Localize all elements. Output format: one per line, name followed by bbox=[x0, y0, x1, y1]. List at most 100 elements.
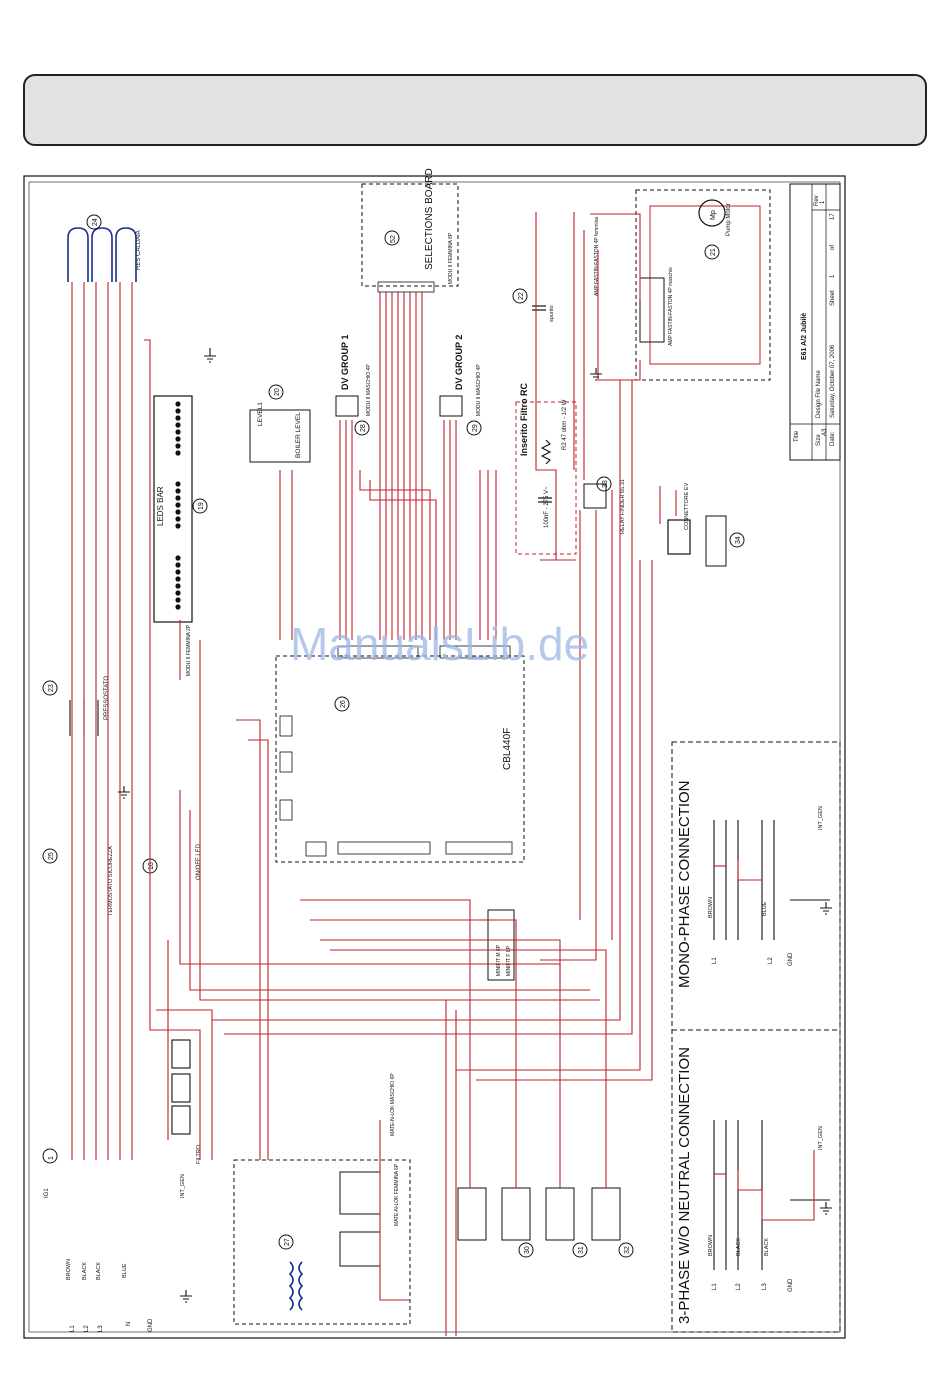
sheet-value: 1 bbox=[830, 274, 836, 278]
svg-text:MODU II MASCHIO 4P: MODU II MASCHIO 4P bbox=[476, 364, 482, 416]
dv-group-2-connector bbox=[439, 395, 463, 417]
svg-text:INT_GEN: INT_GEN bbox=[818, 806, 824, 830]
svg-text:28: 28 bbox=[360, 424, 367, 432]
svg-text:spunto: spunto bbox=[549, 305, 555, 322]
svg-text:BLACK: BLACK bbox=[764, 1238, 770, 1256]
svg-text:1: 1 bbox=[48, 1156, 55, 1160]
svg-text:GND: GND bbox=[788, 1278, 794, 1292]
leds-connector-label: MODU II FEMMINA 2P bbox=[186, 624, 192, 676]
rev-value: 1 bbox=[820, 200, 826, 204]
sheet-label: Sheet bbox=[830, 290, 836, 306]
title-label: Title bbox=[794, 430, 800, 442]
size-label: Size bbox=[816, 434, 822, 446]
left-legend: L1 L2 L3 N GND BROWN BLACK BLACK BLUE IN… bbox=[66, 1174, 186, 1332]
svg-text:INT_GEN: INT_GEN bbox=[818, 1126, 824, 1150]
header-bar bbox=[23, 74, 927, 146]
svg-text:L2: L2 bbox=[736, 1283, 742, 1290]
svg-text:24: 24 bbox=[92, 218, 99, 226]
svg-text:GND: GND bbox=[788, 952, 794, 966]
svg-text:GND: GND bbox=[148, 1318, 154, 1332]
svg-text:Mp: Mp bbox=[710, 210, 717, 220]
main-terminal-label: IG1 bbox=[44, 1188, 50, 1198]
heater-coils bbox=[67, 227, 137, 282]
dv-group-2-label: DV GROUP 2 bbox=[454, 335, 464, 390]
ev-connector-label: CONNETTORE EV bbox=[684, 482, 690, 530]
svg-text:25: 25 bbox=[48, 852, 55, 860]
svg-text:L1: L1 bbox=[70, 1325, 76, 1332]
boiler-level-label: BOILER LEVEL bbox=[295, 412, 302, 458]
svg-text:BLACK: BLACK bbox=[736, 1238, 742, 1256]
svg-text:23: 23 bbox=[48, 684, 55, 692]
heater-label: RES CALDAIA bbox=[136, 230, 142, 270]
ground-symbols bbox=[118, 348, 832, 1303]
svg-text:32: 32 bbox=[624, 1246, 631, 1254]
svg-text:MINIFIT M 8P: MINIFIT M 8P bbox=[496, 944, 502, 976]
diagram-inner-frame bbox=[28, 181, 841, 1333]
svg-text:26: 26 bbox=[340, 700, 347, 708]
minifit-connector bbox=[487, 909, 515, 981]
wires-right bbox=[535, 212, 677, 961]
svg-text:MODU II MASCHIO 4P: MODU II MASCHIO 4P bbox=[366, 364, 372, 416]
svg-text:20: 20 bbox=[274, 388, 281, 396]
svg-text:MINIFIT F 8P: MINIFIT F 8P bbox=[506, 945, 512, 976]
mono-phase-title: MONO-PHASE CONNECTION bbox=[676, 780, 693, 988]
fuses bbox=[171, 1039, 191, 1135]
rc-filter-resistor: R2 47 ohm - 1/2 W bbox=[562, 399, 568, 450]
main-board-label: CBL440F bbox=[502, 728, 513, 770]
of-value: 17 bbox=[830, 213, 836, 220]
level-sensor-label: LEVEL1 bbox=[257, 402, 264, 426]
svg-text:30: 30 bbox=[524, 1246, 531, 1254]
svg-text:N: N bbox=[126, 1322, 132, 1326]
selections-connector-label: MODU II FEMMINA 8P bbox=[448, 232, 454, 284]
svg-text:52: 52 bbox=[390, 235, 397, 243]
svg-text:22: 22 bbox=[518, 292, 525, 300]
svg-text:19: 19 bbox=[198, 502, 205, 510]
leds-bar-box bbox=[153, 395, 193, 623]
svg-text:BROWN: BROWN bbox=[66, 1259, 72, 1280]
pump-motor-box bbox=[635, 189, 771, 381]
svg-text:21: 21 bbox=[710, 248, 717, 256]
size-value: A3 bbox=[822, 428, 828, 436]
date-label: Date: bbox=[830, 431, 836, 446]
filtro-label: FILTRO bbox=[196, 1144, 202, 1164]
wires-horizontal bbox=[179, 380, 653, 1336]
leds-bar-dots bbox=[175, 401, 181, 610]
termostato-label: TERMOSTATO SICUREZZA bbox=[108, 846, 114, 916]
design-label: Design File Name bbox=[816, 370, 822, 418]
svg-text:BLACK: BLACK bbox=[96, 1262, 102, 1280]
watermark: ManualsLib.de bbox=[290, 618, 589, 670]
svg-text:31: 31 bbox=[578, 1246, 585, 1254]
pump-connector-female-label: AMP FASTIN-FASTON 4P femmina bbox=[594, 217, 600, 296]
svg-text:BROWN: BROWN bbox=[708, 897, 714, 918]
svg-text:MATE-N-LOK MASCHIO 6P: MATE-N-LOK MASCHIO 6P bbox=[390, 1073, 396, 1136]
date-value: Saturday, October 07, 2006 bbox=[830, 344, 836, 418]
rc-filter-label: Inserito Filtro RC bbox=[519, 382, 529, 456]
svg-text:L2: L2 bbox=[84, 1325, 90, 1332]
selections-board-label: SELECTIONS BOARD bbox=[424, 168, 435, 270]
matelok-connector bbox=[339, 1171, 381, 1215]
relay-symbol bbox=[583, 483, 607, 509]
ev-connector-symbol bbox=[667, 519, 691, 555]
svg-text:BROWN: BROWN bbox=[708, 1235, 714, 1256]
leds-bar-label: LEDS BAR bbox=[156, 486, 165, 526]
rev-label: Rev bbox=[814, 195, 820, 206]
svg-text:34: 34 bbox=[735, 536, 742, 544]
svg-text:29: 29 bbox=[472, 424, 479, 432]
relay-label: RELAY FINDER 65.31 bbox=[620, 479, 626, 534]
svg-text:MATE-N-LOK FEMMINA 6P: MATE-N-LOK FEMMINA 6P bbox=[394, 1163, 400, 1226]
three-phase-title: 3-PHASE W/O NEUTRAL CONNECTION bbox=[676, 1047, 693, 1324]
dv-group-1-connector bbox=[335, 395, 359, 417]
svg-text:BLUE: BLUE bbox=[762, 901, 768, 916]
rc-filter-capacitor: 100nF - 275 V~ bbox=[544, 486, 550, 528]
svg-text:L3: L3 bbox=[98, 1325, 104, 1332]
of-label: of bbox=[830, 245, 836, 250]
pump-motor-label: Pump Motor bbox=[726, 203, 732, 236]
connection-area bbox=[671, 741, 841, 1333]
diagram-frame bbox=[23, 175, 846, 1339]
three-phase-legend: L1 L2 L3 GND BROWN BLACK BLACK INT_GEN bbox=[708, 1126, 824, 1292]
transformer-box bbox=[233, 1159, 411, 1325]
svg-text:INT_GEN: INT_GEN bbox=[180, 1174, 186, 1198]
title-block: Title E61 A/2 Jubilè Size A3 Design File… bbox=[789, 183, 841, 461]
svg-text:33: 33 bbox=[602, 480, 609, 488]
